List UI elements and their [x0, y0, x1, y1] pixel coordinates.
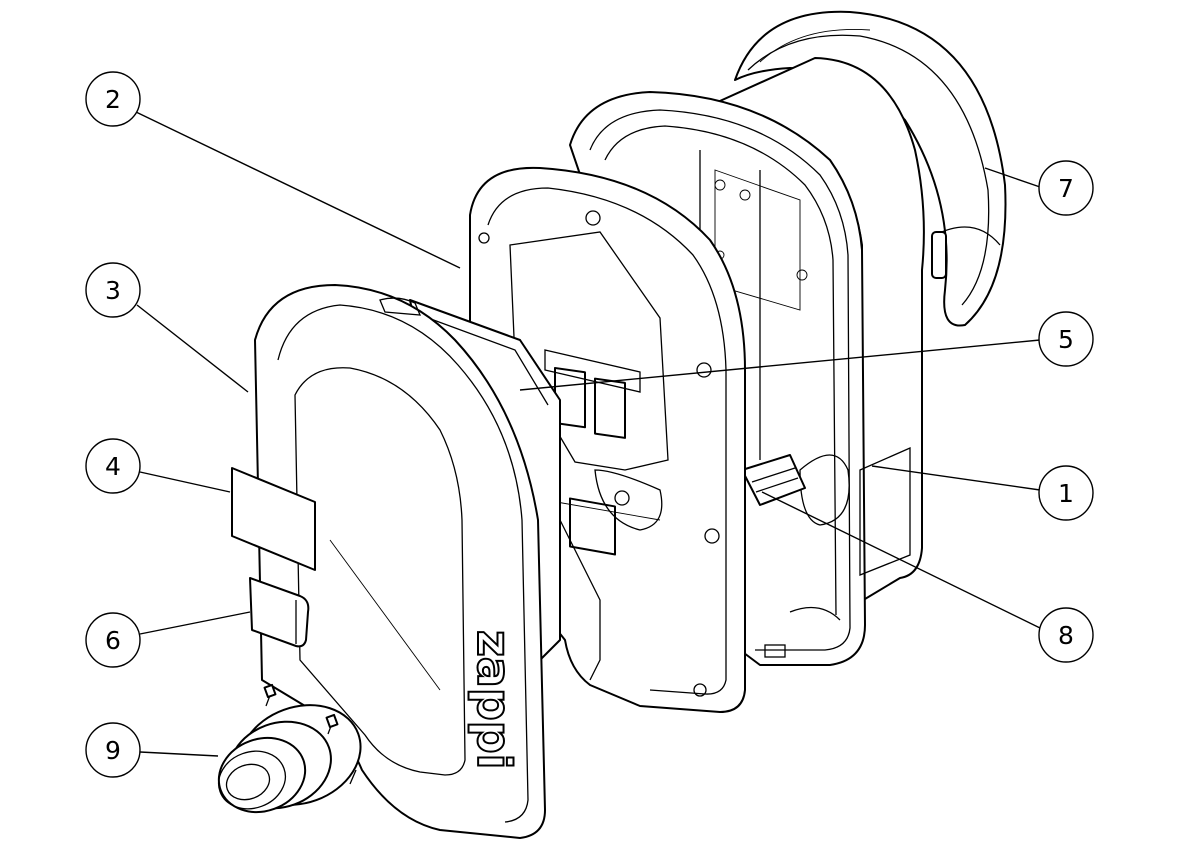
leader-9 — [139, 751, 219, 757]
part-9-cable-gland-socket — [217, 683, 362, 814]
callout-2: 2 — [85, 71, 141, 127]
zappi-logo: zappi — [467, 630, 521, 769]
callout-3-label: 3 — [105, 276, 121, 305]
leader-2 — [135, 111, 461, 269]
leader-5 — [519, 339, 1041, 391]
callout-8-label: 8 — [1058, 621, 1074, 650]
leader-7 — [984, 167, 1041, 188]
leader-8 — [761, 491, 1041, 629]
callout-8: 8 — [1038, 607, 1094, 663]
part-6-clip-cap — [249, 577, 310, 648]
leader-6 — [139, 611, 251, 635]
leader-3 — [136, 304, 249, 393]
callout-6: 6 — [85, 612, 141, 668]
callout-2-label: 2 — [105, 85, 121, 114]
part-3-front-cover: zappi — [254, 284, 546, 839]
leader-4 — [139, 471, 231, 493]
callout-7-label: 7 — [1058, 174, 1074, 203]
callout-4-label: 4 — [105, 452, 121, 481]
callout-9: 9 — [85, 722, 141, 778]
part-4-label-plate — [231, 467, 316, 571]
callout-5: 5 — [1038, 311, 1094, 367]
callout-1: 1 — [1038, 465, 1094, 521]
leader-lines — [135, 111, 1041, 757]
callout-4: 4 — [85, 438, 141, 494]
callout-7: 7 — [1038, 160, 1094, 216]
callout-1-label: 1 — [1058, 479, 1074, 508]
callout-5-label: 5 — [1058, 325, 1074, 354]
callout-3: 3 — [85, 262, 141, 318]
callout-9-label: 9 — [105, 736, 121, 765]
callout-6-label: 6 — [105, 626, 121, 655]
part-8-terminal-connector — [741, 454, 806, 506]
leader-1 — [871, 465, 1041, 491]
